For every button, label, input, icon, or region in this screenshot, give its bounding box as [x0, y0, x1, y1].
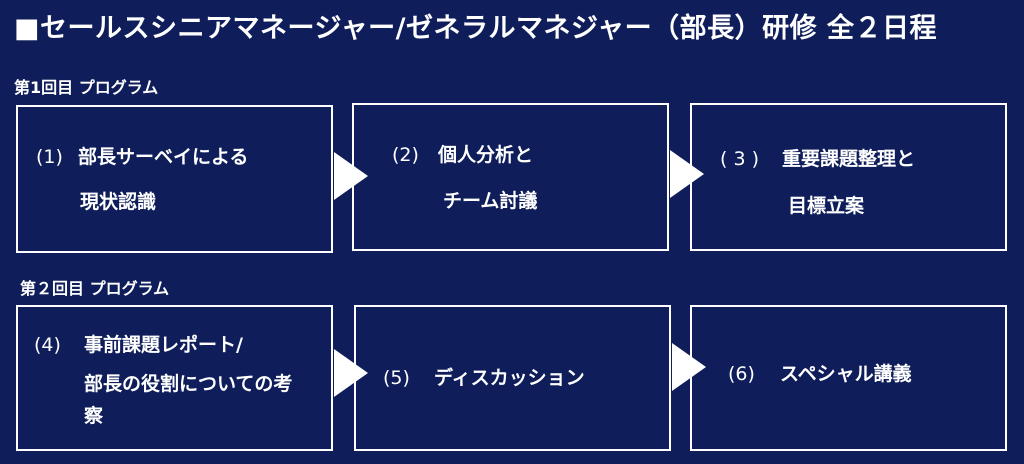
step-3-line-2: 目標立案: [788, 195, 865, 217]
arrow-4-to-5: [334, 349, 368, 397]
step-2-box: [352, 103, 669, 251]
step-1-box: [16, 105, 333, 253]
step-2-line-2: チーム討議: [443, 190, 538, 212]
step-5-number: (5): [383, 367, 410, 389]
step-3-line-1: 重要課題整理と: [782, 148, 916, 170]
step-6-line-1: スペシャル講義: [780, 363, 912, 385]
step-5-line-1: ディスカッション: [434, 367, 585, 389]
arrow-2-to-3: [670, 150, 704, 198]
session-1-label: 第1回目 プログラム: [14, 78, 159, 97]
step-1-line-1: 部長サーベイによる: [78, 146, 249, 168]
step-2-number: (2): [392, 144, 419, 166]
arrow-5-to-6: [672, 343, 706, 391]
arrow-1-to-2: [334, 152, 368, 200]
step-4-number: (4): [34, 334, 61, 356]
session-2-label: 第２回目 プログラム: [20, 279, 170, 298]
step-4-box: [16, 305, 333, 451]
step-2-line-1: 個人分析と: [438, 144, 534, 166]
step-5-box: [354, 305, 671, 451]
step-6-number: (6): [728, 363, 755, 385]
step-4-line-1: 事前課題レポート/: [84, 334, 243, 356]
step-3-box: [690, 103, 1007, 251]
step-6-box: [690, 305, 1007, 451]
step-1-line-2: 現状認識: [80, 191, 157, 213]
step-4-line-2: 部長の役割についての考察: [84, 373, 293, 427]
step-3-number: ( 3 ): [720, 148, 759, 170]
step-1-number: (1): [36, 146, 63, 168]
page-title: ■セールスシニアマネージャー/ゼネラルマネジャー（部長）研修 全２日程: [14, 13, 938, 44]
